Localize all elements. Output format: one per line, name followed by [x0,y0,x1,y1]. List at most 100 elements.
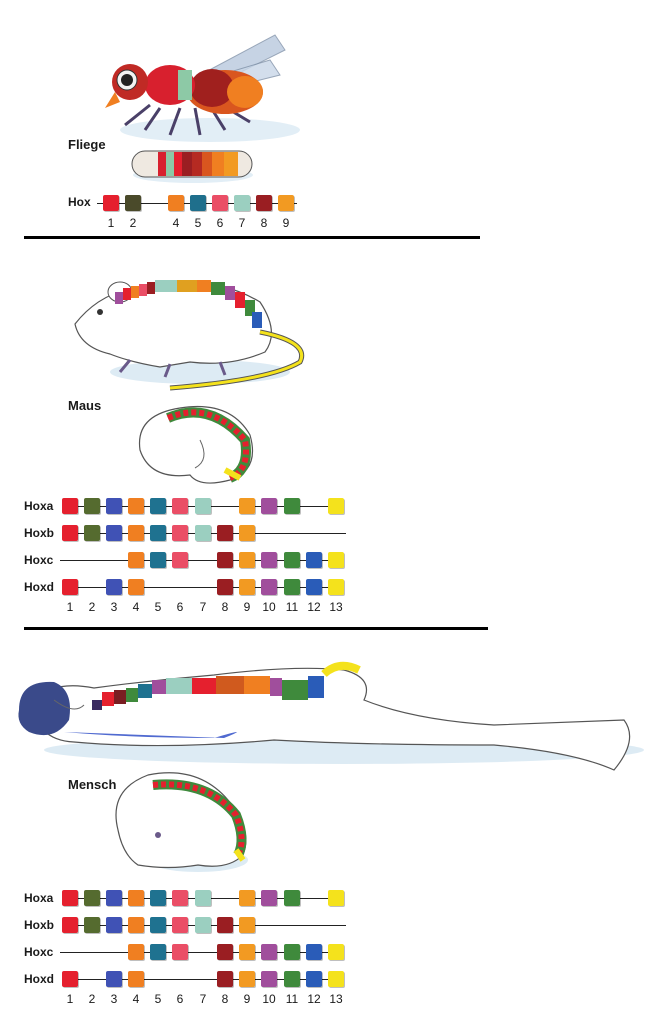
mouse-row-label-hoxd: Hoxd [24,580,54,594]
mouse-hox-number: 5 [154,600,162,614]
mouse-hoxc-box-8 [217,552,233,568]
human-hoxb-box-5 [150,917,166,933]
mouse-hoxc-box-6 [172,552,188,568]
fly-hox-box-9 [278,195,294,211]
human-hoxd-box-1 [62,971,78,987]
fly-hox-box-6 [212,195,228,211]
mouse-hoxa-box-1 [62,498,78,514]
human-hoxb-box-8 [217,917,233,933]
human-hoxd-box-4 [128,971,144,987]
mouse-hoxd-box-13 [328,579,344,595]
mouse-hoxc-box-13 [328,552,344,568]
human-hoxc-box-13 [328,944,344,960]
fly-hox-number: 2 [129,216,137,230]
mouse-hox-number: 3 [110,600,118,614]
mouse-hoxc-box-4 [128,552,144,568]
mouse-hoxb-box-5 [150,525,166,541]
fly-hox-number: 8 [260,216,268,230]
human-hoxa-box-6 [172,890,188,906]
mouse-row-label-hoxc: Hoxc [24,553,54,567]
human-hox-number: 10 [262,992,276,1006]
human-hoxc-box-5 [150,944,166,960]
mouse-hoxc-box-11 [284,552,300,568]
human-hoxc-box-8 [217,944,233,960]
mouse-hoxc-box-9 [239,552,255,568]
fly-illustration [105,34,300,142]
mouse-hox-number: 10 [262,600,276,614]
human-hox-number: 2 [88,992,96,1006]
human-hox-number: 9 [243,992,251,1006]
human-hoxb-box-3 [106,917,122,933]
mouse-hox-number: 12 [307,600,321,614]
fly-hox-number: 7 [238,216,246,230]
mouse-hoxa-box-11 [284,498,300,514]
mouse-hox-number: 9 [243,600,251,614]
human-hoxa-box-4 [128,890,144,906]
mouse-hoxd-box-4 [128,579,144,595]
human-row-line [62,979,344,980]
mouse-hox-number: 7 [199,600,207,614]
mouse-hoxd-box-9 [239,579,255,595]
human-row-label-hoxb: Hoxb [24,918,54,932]
mouse-hoxa-box-3 [106,498,122,514]
mouse-row-line [62,587,344,588]
mouse-row-label-hoxb: Hoxb [24,526,54,540]
human-embryo-illustration [115,772,248,872]
human-hoxc-box-11 [284,944,300,960]
mouse-hoxd-box-12 [306,579,322,595]
human-row-line [60,952,344,953]
human-hoxc-box-9 [239,944,255,960]
mouse-hoxa-box-13 [328,498,344,514]
mouse-hox-number: 6 [176,600,184,614]
human-hoxa-box-10 [261,890,277,906]
mouse-hoxa-box-10 [261,498,277,514]
mouse-hoxc-box-5 [150,552,166,568]
fly-hox-box-2 [125,195,141,211]
human-illustration [18,661,644,771]
fly-hox-box-4 [168,195,184,211]
human-hoxb-box-6 [172,917,188,933]
mouse-hoxc-box-10 [261,552,277,568]
fly-hox-number: 9 [282,216,290,230]
fly-larva-illustration [131,150,253,183]
human-hoxa-box-9 [239,890,255,906]
mouse-hox-number: 8 [221,600,229,614]
human-hoxa-box-13 [328,890,344,906]
human-hoxc-box-4 [128,944,144,960]
fly-hox-number: 5 [194,216,202,230]
human-hoxb-box-7 [195,917,211,933]
mouse-hoxa-box-7 [195,498,211,514]
mouse-hox-number: 11 [285,600,299,614]
mouse-hoxb-box-8 [217,525,233,541]
mouse-row-line [60,560,344,561]
human-hox-number: 3 [110,992,118,1006]
human-hoxc-box-6 [172,944,188,960]
human-hoxa-box-1 [62,890,78,906]
mouse-row-label-hoxa: Hoxa [24,499,54,513]
mouse-hoxd-box-1 [62,579,78,595]
human-hox-number: 5 [154,992,162,1006]
human-hoxd-box-9 [239,971,255,987]
human-label: Mensch [68,777,117,792]
divider-mouse-human [24,627,488,630]
human-hox-number: 11 [285,992,299,1006]
human-hoxb-box-4 [128,917,144,933]
divider-fly-mouse [24,236,480,239]
human-hoxc-box-12 [306,944,322,960]
mouse-hoxa-box-4 [128,498,144,514]
human-hoxd-box-8 [217,971,233,987]
fly-hox-box-8 [256,195,272,211]
human-hoxb-box-2 [84,917,100,933]
fly-hox-number: 4 [172,216,180,230]
fly-hox-box-5 [190,195,206,211]
fly-hox-number: 1 [107,216,115,230]
fly-hox-box-1 [103,195,119,211]
human-hox-number: 8 [221,992,229,1006]
human-hoxa-box-3 [106,890,122,906]
mouse-hoxb-box-3 [106,525,122,541]
human-hoxd-box-11 [284,971,300,987]
human-hox-number: 13 [329,992,343,1006]
mouse-hox-number: 13 [329,600,343,614]
mouse-hoxa-box-2 [84,498,100,514]
mouse-embryo-illustration [138,405,254,484]
